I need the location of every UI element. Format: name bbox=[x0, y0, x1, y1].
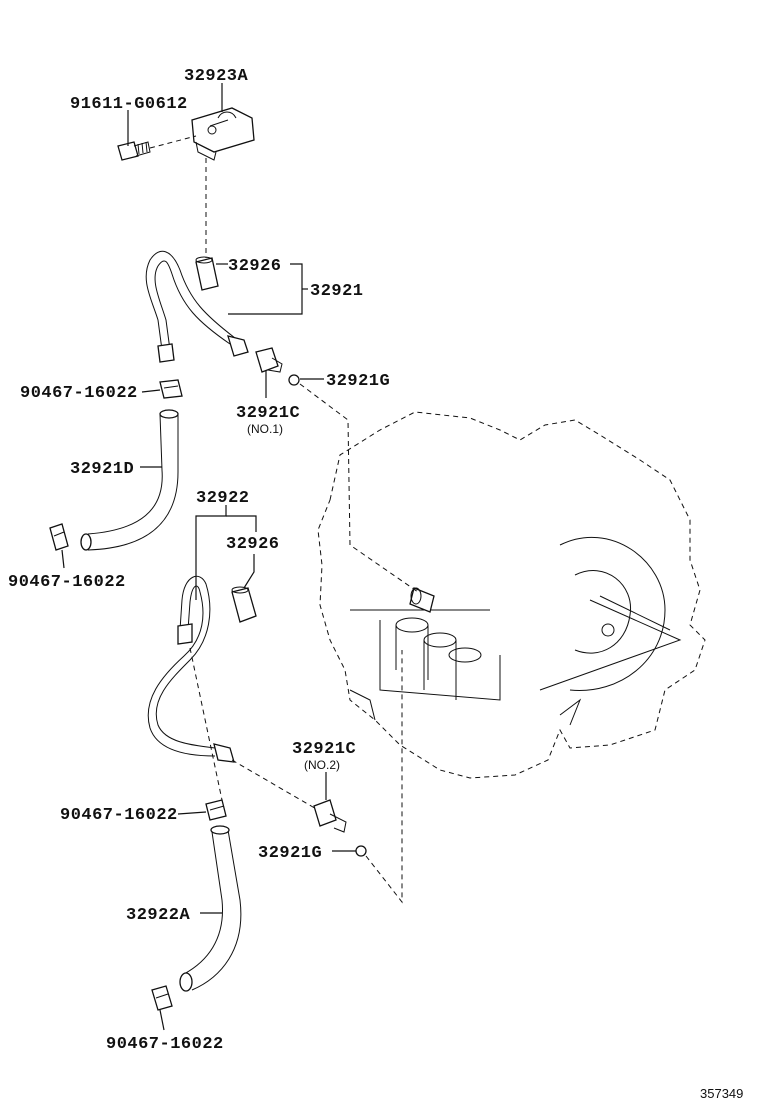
label-32926-upper: 32926 bbox=[228, 257, 282, 276]
connector-32921C-no1 bbox=[255, 347, 283, 373]
label-90467-16022-second: 90467-16022 bbox=[8, 573, 126, 592]
label-32921C-no1: 32921C bbox=[236, 404, 300, 423]
hose-clip-90467-third bbox=[205, 799, 227, 821]
bolt-91611 bbox=[117, 141, 151, 161]
gasket-32921G-lower bbox=[355, 845, 367, 857]
hose-clip-90467-second bbox=[49, 523, 69, 551]
label-32921: 32921 bbox=[310, 282, 364, 301]
reference-number: 357349 bbox=[700, 1086, 743, 1101]
pipe-32921 bbox=[145, 250, 249, 363]
label-32921C-no2-sub: (NO.2) bbox=[304, 758, 340, 772]
label-32922: 32922 bbox=[196, 489, 250, 508]
label-32921G-lower: 32921G bbox=[258, 844, 322, 863]
label-32922A: 32922A bbox=[126, 906, 191, 925]
clamp-bracket-32923A bbox=[191, 107, 255, 161]
sleeve-32926-lower bbox=[231, 586, 257, 623]
hose-clip-90467-fourth bbox=[151, 985, 173, 1011]
hose-clip-90467-first bbox=[159, 379, 183, 399]
gasket-32921G-upper bbox=[288, 374, 300, 386]
label-90467-16022-fourth: 90467-16022 bbox=[106, 1035, 224, 1054]
label-32921G-upper: 32921G bbox=[326, 372, 390, 391]
transmission-housing bbox=[317, 411, 706, 779]
label-32926-lower: 32926 bbox=[226, 535, 280, 554]
part-labels: 32923A 91611-G0612 32926 32921 32921G 90… bbox=[8, 67, 743, 1101]
pipe-32922 bbox=[147, 575, 235, 763]
connector-32921C-no2 bbox=[313, 799, 347, 833]
sleeve-32926-upper bbox=[195, 256, 219, 291]
label-90467-16022-first: 90467-16022 bbox=[20, 384, 138, 403]
label-91611-G0612: 91611-G0612 bbox=[70, 95, 188, 114]
hose-32922A bbox=[179, 825, 242, 992]
label-32921C-no2: 32921C bbox=[292, 740, 356, 759]
label-32921C-no1-sub: (NO.1) bbox=[247, 422, 283, 436]
leader-lines bbox=[61, 83, 356, 1031]
label-32923A: 32923A bbox=[184, 67, 249, 86]
label-32921D: 32921D bbox=[70, 460, 134, 479]
label-90467-16022-third: 90467-16022 bbox=[60, 806, 178, 825]
hose-32921D bbox=[80, 409, 179, 551]
